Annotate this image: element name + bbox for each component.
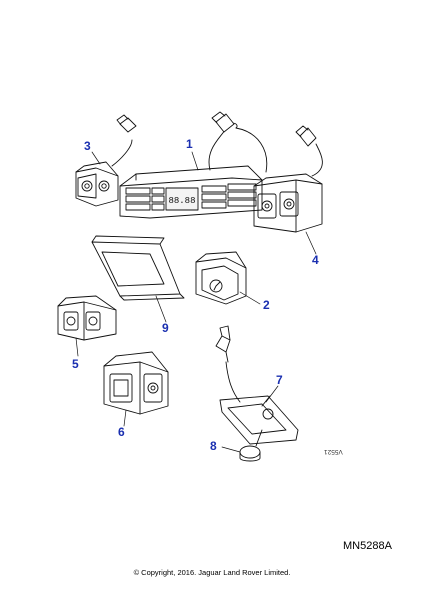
part-2-clock: [195, 251, 247, 305]
panel-display-digits: 88.88: [168, 196, 195, 206]
callout-7: 7: [276, 373, 283, 387]
callout-2: 2: [263, 298, 270, 312]
part-3-switch-pack: [75, 114, 137, 207]
leader-lines: [75, 151, 317, 453]
part-8-knob: [239, 429, 263, 462]
callout-5: 5: [72, 357, 79, 371]
part-7-bracket: [215, 325, 299, 445]
callout-9: 9: [162, 321, 169, 335]
callout-8: 8: [210, 439, 217, 453]
leader-7: [265, 385, 279, 403]
leader-5: [75, 337, 79, 357]
part-1-control-panel: [119, 111, 268, 219]
callout-6: 6: [118, 425, 125, 439]
part-9-bezel: [91, 235, 185, 301]
leader-8: [221, 446, 241, 453]
callout-labels: 1 2 3 4 5 6 7 8 9: [72, 137, 319, 453]
callout-3: 3: [84, 139, 91, 153]
leader-2: [239, 291, 261, 305]
leader-4: [305, 231, 317, 255]
part-6-switch-pack: [103, 351, 169, 415]
part-4-switch-pack: [253, 125, 323, 233]
diagram-code: MN5288A: [343, 540, 392, 552]
leader-9: [155, 295, 167, 323]
callout-4: 4: [312, 253, 319, 267]
callout-1: 1: [186, 137, 193, 151]
leader-6: [123, 409, 127, 427]
copyright-notice: © Copyright, 2016. Jaguar Land Rover Lim…: [133, 568, 291, 577]
part-5-switch-pack: [57, 295, 117, 341]
leader-3: [91, 151, 101, 165]
drawing-stamp: V5521: [324, 448, 343, 455]
leader-1: [191, 151, 199, 171]
